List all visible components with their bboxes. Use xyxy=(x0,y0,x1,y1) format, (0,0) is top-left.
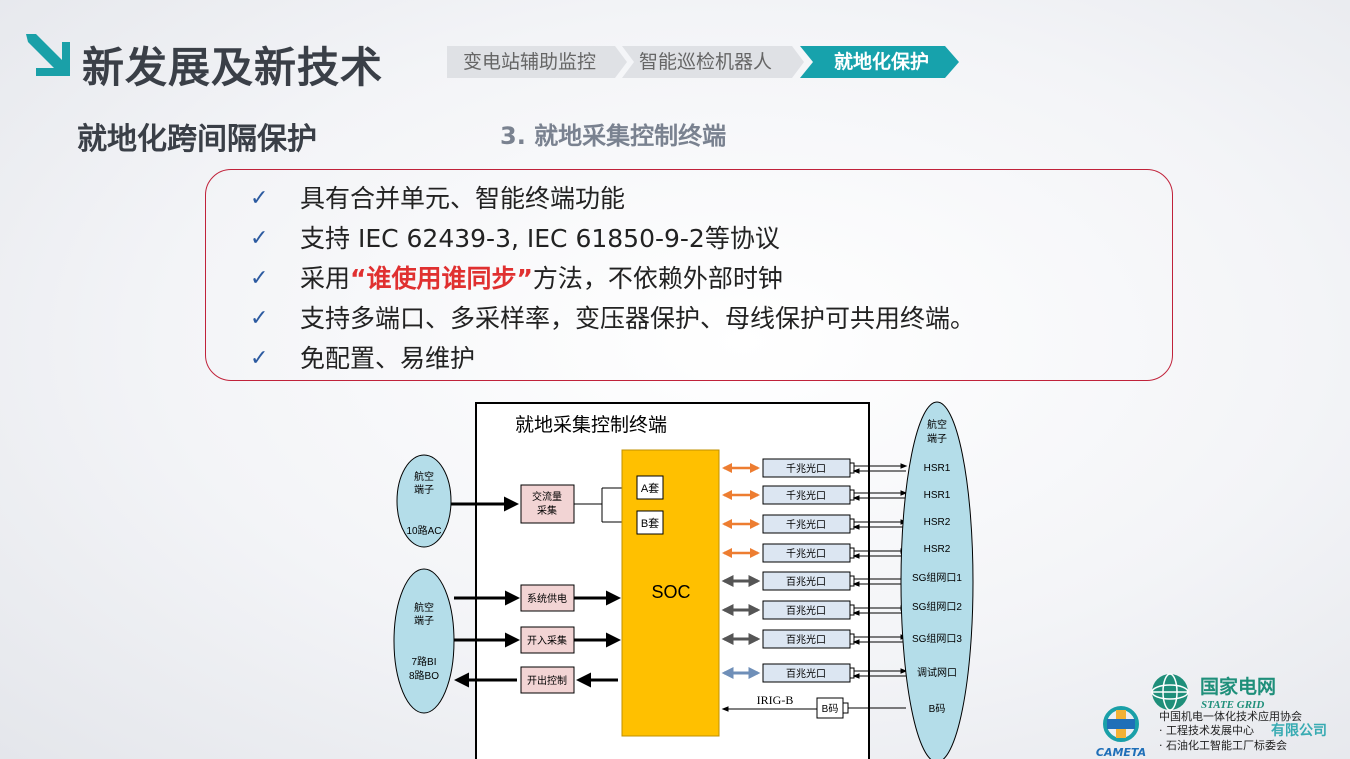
cameta-logo-icon xyxy=(1103,706,1139,742)
tab-substation-monitoring[interactable]: 变电站辅助监控 xyxy=(463,51,597,73)
checkmark-icon: ✓ xyxy=(250,186,269,211)
connector-port-label: B码 xyxy=(929,703,946,715)
port-label: 百兆光口 xyxy=(786,575,826,588)
page-title: 新发展及新技术 xyxy=(82,43,384,92)
block-label: 交流量 xyxy=(532,490,562,503)
aviation-connector-bio xyxy=(393,568,455,714)
aviation-connector-ac xyxy=(396,454,452,548)
association-line: · 工程技术发展中心 xyxy=(1159,723,1254,737)
feature-text-part: 方法，不依赖外部时钟 xyxy=(532,264,783,293)
aviation-connector-right xyxy=(900,401,974,759)
port-link-lines xyxy=(852,463,908,679)
feature-text: 支持多端口、多采样率，变压器保护、母线保护可共用终端。 xyxy=(300,299,975,339)
binary-input-block xyxy=(520,626,575,654)
soc-label: SOC xyxy=(651,582,690,602)
fast-port-2: 百兆光口 xyxy=(721,600,851,620)
port-label: 千兆光口 xyxy=(786,547,826,560)
block-label: 系统供电 xyxy=(527,592,567,605)
connector-label: 8路BO xyxy=(409,669,439,682)
association-line: · 石油化工智能工厂标委会 xyxy=(1159,738,1287,752)
footer-logos: 国家电网 STATE GRID 有限公司 CAMETA 中国机电一体化技术应用协… xyxy=(1096,673,1327,759)
state-grid-name: 国家电网 xyxy=(1200,675,1276,698)
connector-port-label: 调试网口 xyxy=(917,666,957,679)
connector-port-label: HSR1 xyxy=(924,490,951,501)
set-b-box xyxy=(636,510,664,535)
port-label: 百兆光口 xyxy=(786,604,826,617)
gigabit-port-1: 千兆光口 xyxy=(722,458,851,478)
feature-text: 具有合并单元、智能终端功能 xyxy=(300,179,625,219)
port-label: 百兆光口 xyxy=(786,633,826,646)
association-line: 中国机电一体化技术应用协会 xyxy=(1159,709,1302,723)
connector-label: 航空 xyxy=(414,601,434,614)
feature-highlight-text: “谁使用谁同步” xyxy=(350,264,533,293)
fast-port-1: 百兆光口 xyxy=(721,571,851,591)
tab-inspection-robot[interactable]: 智能巡检机器人 xyxy=(639,51,773,73)
cameta-label: CAMETA xyxy=(1096,746,1146,759)
set-label: B套 xyxy=(641,517,659,530)
section-subtitle: 就地化跨间隔保护 xyxy=(77,122,317,157)
breadcrumb-shapes xyxy=(447,46,959,78)
company-overlay-text: 有限公司 xyxy=(1271,722,1327,739)
port-label: 千兆光口 xyxy=(786,518,826,531)
block-label: 采集 xyxy=(537,504,557,517)
connector-port-label: SG组网口3 xyxy=(912,632,962,645)
feature-text: 支持 IEC 62439-3, IEC 61850-9-2等协议 xyxy=(300,219,780,259)
title-arrow-logo xyxy=(26,34,70,76)
feature-text: 采用“谁使用谁同步”方法，不依赖外部时钟 xyxy=(300,259,783,299)
connector-label: 10路AC xyxy=(406,524,441,537)
feature-text-part: 支持 IEC 62439-3, IEC 61850-9-2等协议 xyxy=(300,224,780,253)
connector-label: 航空 xyxy=(927,418,947,431)
binary-output-block xyxy=(520,666,575,694)
block-label: 开出控制 xyxy=(527,674,567,687)
connector-port-label: HSR2 xyxy=(924,544,951,555)
feature-list-box: ✓ 具有合并单元、智能终端功能 ✓ 支持 IEC 62439-3, IEC 61… xyxy=(205,169,1173,381)
ac-sampling-block xyxy=(520,484,575,524)
connector-label: 端子 xyxy=(414,483,434,496)
tab-local-protection[interactable]: 就地化保护 xyxy=(834,51,930,73)
feature-text: 免配置、易维护 xyxy=(300,339,475,379)
irig-label: IRIG-B xyxy=(757,693,794,707)
port-label: 千兆光口 xyxy=(786,462,826,475)
feature-text-part: 免配置、易维护 xyxy=(300,344,476,373)
feature-text-part: 具有合并单元、智能终端功能 xyxy=(300,184,626,213)
checkmark-icon: ✓ xyxy=(250,226,269,251)
connector-label: 航空 xyxy=(414,470,434,483)
checkmark-icon: ✓ xyxy=(250,266,269,291)
section-heading: 3. 就地采集控制终端 xyxy=(500,122,727,150)
connector-port-label: SG组网口1 xyxy=(912,571,962,584)
state-grid-logo-icon xyxy=(1151,673,1189,711)
gigabit-port-2: 千兆光口 xyxy=(722,485,851,505)
set-label: A套 xyxy=(641,482,659,495)
connector-port-label: SG组网口2 xyxy=(912,600,962,613)
state-grid-english: STATE GRID xyxy=(1201,699,1264,711)
checkmark-icon: ✓ xyxy=(250,306,269,331)
connector-port-label: HSR2 xyxy=(924,517,951,528)
diagram-title: 就地采集控制终端 xyxy=(515,414,667,436)
gigabit-port-3: 千兆光口 xyxy=(722,514,851,534)
connector-label: 端子 xyxy=(414,614,434,627)
port-jacks xyxy=(849,462,855,679)
feature-text-part: 支持多端口、多采样率，变压器保护、母线保护可共用终端。 xyxy=(300,304,976,333)
checkmark-icon: ✓ xyxy=(250,346,269,371)
port-label: 千兆光口 xyxy=(786,489,826,502)
terminal-block-diagram: 就地采集控制终端 航空 端子 10路AC 航空 端子 7路BI 8路BO 交流量… xyxy=(393,401,974,759)
connector-port-label: HSR1 xyxy=(924,463,951,474)
fast-port-3: 百兆光口 xyxy=(721,629,851,649)
set-a-box xyxy=(636,475,664,500)
bcode-label: B码 xyxy=(822,703,839,715)
gigabit-port-4: 千兆光口 xyxy=(722,543,851,563)
fast-port-debug: 百兆光口 xyxy=(721,663,851,683)
connector-label: 端子 xyxy=(927,432,947,445)
breadcrumb: 变电站辅助监控 智能巡检机器人 就地化保护 xyxy=(447,44,967,80)
port-label: 百兆光口 xyxy=(786,667,826,680)
connector-label: 7路BI xyxy=(411,655,436,668)
bcode-jack xyxy=(842,702,849,714)
feature-text-part: 采用 xyxy=(300,264,351,293)
block-label: 开入采集 xyxy=(527,634,567,647)
